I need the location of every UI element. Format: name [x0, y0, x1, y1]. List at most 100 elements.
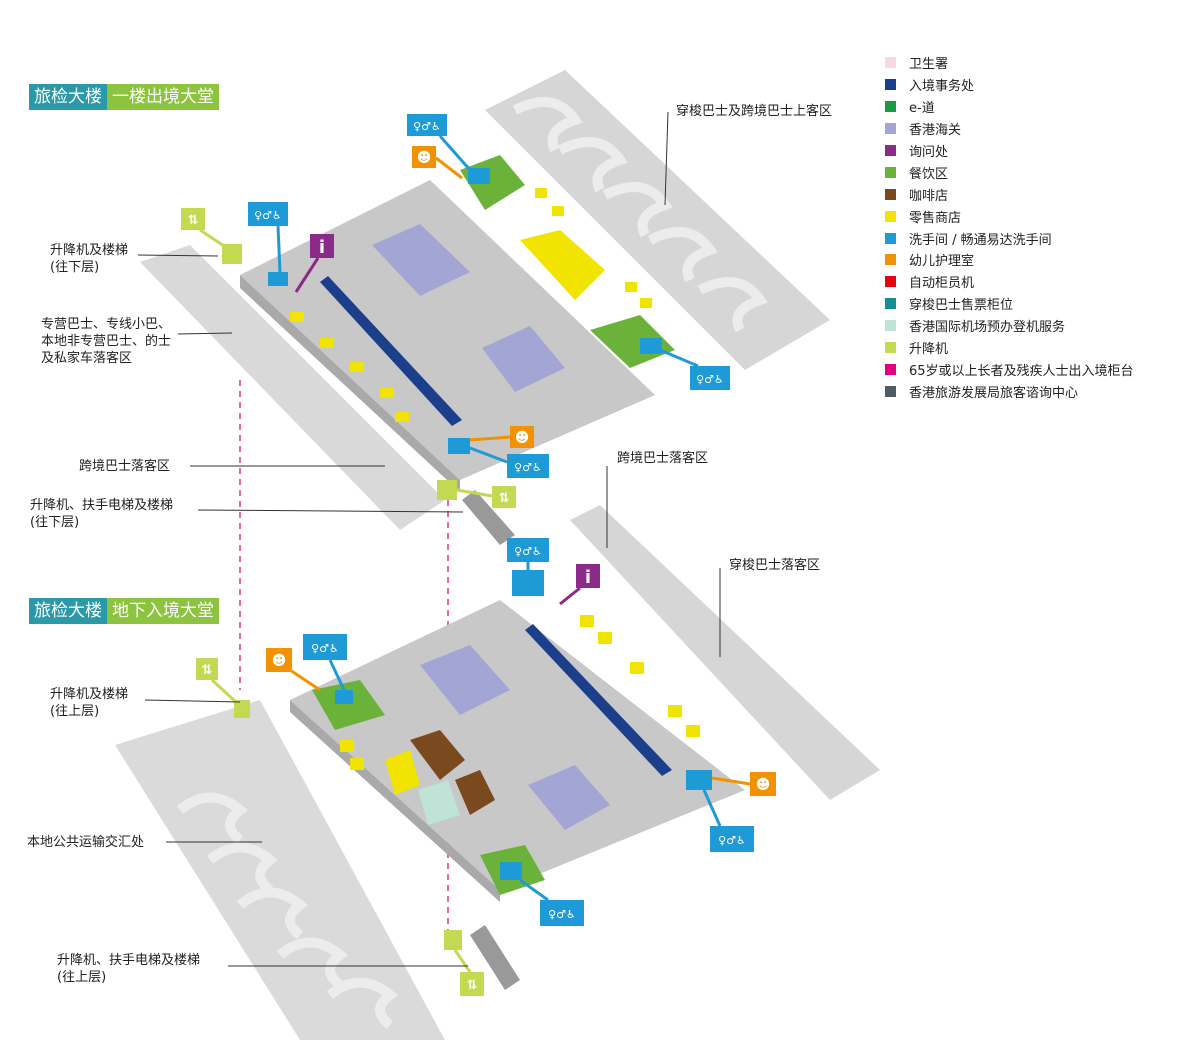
baby-care-icon: ☻ [756, 777, 771, 793]
legend-label: 入境事务处 [909, 79, 975, 95]
legend-label: 穿梭巴士售票柜位 [909, 298, 1014, 314]
legend-swatch [885, 210, 896, 222]
immigration-line-lower [525, 624, 672, 776]
lower-floor [290, 600, 745, 890]
legend-label: 卫生署 [909, 57, 949, 73]
legend-label: 自动柜员机 [909, 276, 975, 292]
legend-label: 餐饮区 [909, 166, 949, 182]
toilet-icon: ♀♂♿ [311, 642, 339, 655]
public-transport-bay-lower [115, 700, 445, 1040]
legend-item: 香港国际机场预办登机服务 [885, 315, 1185, 337]
retail-main-upper [520, 230, 605, 300]
checkin-service [418, 780, 460, 825]
legend-swatch [885, 232, 896, 244]
legend-label: e-道 [909, 101, 935, 117]
legend-swatch [885, 254, 896, 266]
escalator-upper [462, 490, 515, 545]
toilet-callout-upper-1 [407, 114, 472, 171]
lift-callout-upper-2 [456, 486, 516, 508]
lower-level [115, 505, 880, 1040]
legend-swatch [885, 166, 896, 178]
retail-small-lower [340, 615, 700, 770]
toilet-block-lower-2 [335, 690, 353, 704]
legend-label: 65岁或以上长者及残疾人士出入境柜台 [909, 363, 1134, 379]
info-callout-upper [294, 234, 334, 293]
lower-title-hall: 地下入境大堂 [107, 598, 219, 624]
legend-item: 咖啡店 [885, 183, 1185, 205]
toilet-icon: ♀♂♿ [514, 461, 542, 474]
legend-item: 入境事务处 [885, 74, 1185, 96]
info-icon: i [585, 567, 591, 588]
legend-label: 洗手间 / 畅通易达洗手间 [909, 232, 1052, 248]
info-callout-lower [559, 564, 600, 606]
baby-care-icon: ☻ [515, 430, 530, 446]
legend-label: 升降机 [909, 342, 949, 358]
bus-loops-lower [176, 792, 399, 1029]
retail-main-lower [385, 750, 420, 795]
label-lift-escalator-up: 升降机、扶手电梯及楼梯 (往上层) [57, 953, 201, 985]
callouts [181, 114, 776, 996]
legend-item: 香港海关 [885, 118, 1185, 140]
legend-item: 自动柜员机 [885, 271, 1185, 293]
customs-block-2 [482, 326, 565, 392]
label-lift-stairs-up: 升降机及楼梯 (往上层) [50, 687, 129, 719]
label-shuttle-dropoff: 穿梭巴士落客区 [729, 558, 821, 573]
toilet-callout-lower-1 [507, 538, 549, 572]
coffee-shop-1 [410, 730, 465, 780]
legend-label: 零售商店 [909, 210, 962, 226]
lower-title-building: 旅检大楼 [29, 598, 107, 624]
label-cross-border-dropoff-2: 跨境巴士落客区 [617, 451, 709, 466]
customs-block-4 [528, 765, 610, 830]
label-lift-escalator-down: 升降机、扶手电梯及楼梯 (往下层) [30, 498, 174, 530]
legend-swatch [885, 385, 896, 397]
upper-title-building: 旅检大楼 [29, 84, 107, 110]
lift-callout-lower-1 [196, 658, 238, 704]
legend-swatch [885, 298, 896, 310]
legend-item: 65岁或以上长者及残疾人士出入境柜台 [885, 358, 1185, 380]
toilet-callout-lower-2 [303, 634, 347, 693]
label-public-transport: 本地公共运输交汇处 [27, 835, 145, 850]
label-leaders [137, 111, 721, 967]
coffee-shop-2 [455, 770, 495, 815]
customs-block-1 [372, 224, 470, 296]
lift-upper-2 [437, 480, 457, 500]
retail-small-upper [290, 188, 652, 422]
upper-title-hall: 一楼出境大堂 [107, 84, 219, 110]
baby-callout-lower-1 [266, 648, 321, 692]
legend-swatch [885, 276, 896, 288]
map-legend: 卫生署 入境事务处 e-道 香港海关 询问处 餐饮区 咖啡店 零售商店 洗手间 … [885, 52, 1185, 402]
legend-swatch [885, 342, 896, 354]
legend-label: 幼儿护理室 [909, 254, 975, 270]
road-right-lower [570, 505, 880, 800]
legend-swatch [885, 145, 896, 156]
legend-item: 卫生署 [885, 52, 1185, 74]
baby-care-icon: ☻ [417, 150, 432, 166]
baby-callout-lower-2 [711, 772, 776, 796]
legend-label: 咖啡店 [909, 188, 949, 204]
legend-swatch [885, 101, 896, 113]
label-lift-stairs-down: 升降机及楼梯 (往下层) [50, 243, 129, 275]
legend-label: 询问处 [909, 145, 949, 160]
legend-item: 幼儿护理室 [885, 249, 1185, 271]
info-icon: i [319, 237, 325, 258]
lift-callout-lower-2 [453, 949, 484, 996]
toilet-block-upper-3 [448, 438, 470, 454]
toilet-icon: ♀♂♿ [514, 545, 542, 558]
customs-block-3 [420, 645, 510, 715]
legend-item: 升降机 [885, 337, 1185, 359]
toilet-icon: ♀♂♿ [718, 834, 746, 847]
legend-label: 香港国际机场预办登机服务 [909, 320, 1066, 336]
immigration-line-upper [320, 276, 462, 426]
baby-callout-upper-2 [469, 426, 534, 448]
lift-icon: ⇅ [188, 213, 199, 228]
lift-icon: ⇅ [202, 663, 213, 678]
toilet-callout-lower-4 [519, 878, 584, 926]
toilet-icon: ♀♂♿ [696, 373, 724, 386]
toilet-block-upper-4 [268, 272, 288, 286]
label-franchised-bus-area: 专营巴士、专线小巴、 本地非专营巴士、的士 及私家车落客区 [41, 317, 172, 366]
upper-level-title: 旅检大楼 一楼出境大堂 [29, 84, 219, 110]
legend-swatch [885, 363, 896, 375]
toilet-icon: ♀♂♿ [254, 209, 282, 222]
legend-item: 穿梭巴士售票柜位 [885, 293, 1185, 315]
